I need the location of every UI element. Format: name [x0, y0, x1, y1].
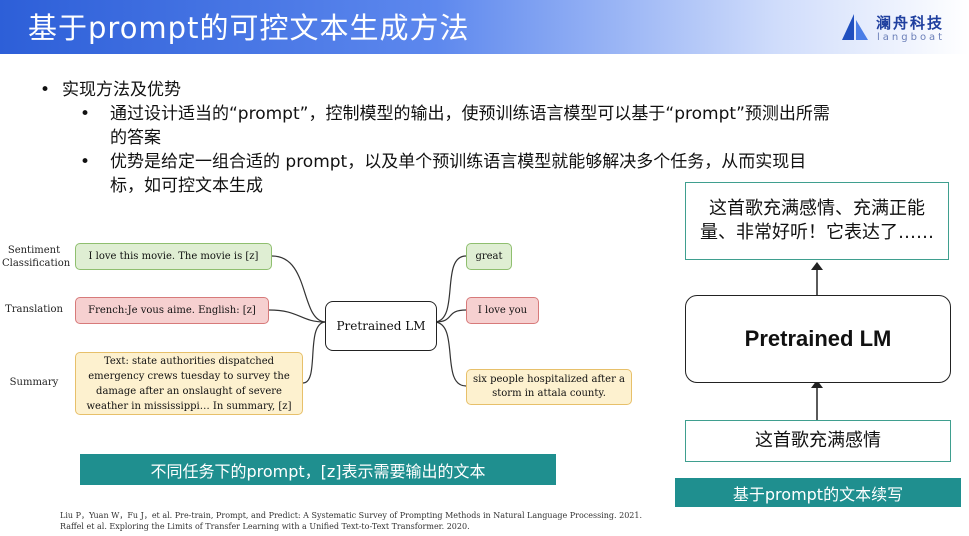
reference-1: Liu P，Yuan W，Fu J，et al. Pre-train, Prom… [60, 511, 643, 520]
sentiment-input-box: I love this movie. The movie is [z] [75, 243, 272, 270]
generated-output-box: 这首歌充满感情、充满正能量、非常好听！它表达了…… [685, 182, 949, 260]
connector-translation-in [268, 309, 326, 323]
bullet-main: •实现方法及优势 [40, 80, 181, 100]
task-label-translation: Translation [5, 304, 63, 315]
connector-translation-out [434, 309, 467, 323]
pretrained-lm-label-left: Pretrained LM [336, 319, 426, 333]
pretrained-lm-box-right: Pretrained LM [685, 295, 951, 383]
translation-output-box: I love you [466, 297, 539, 324]
task-label-summary: Summary [9, 377, 59, 388]
company-logo: 澜舟科技 langboat [832, 8, 962, 50]
reference-2: Raffel et al. Exploring the Limits of Tr… [60, 522, 470, 531]
bullet-sub-1-text: 通过设计适当的“prompt”，控制模型的输出，使预训练语言模型可以基于“pro… [110, 104, 830, 148]
connector-summary-in [302, 321, 326, 384]
left-caption: 不同任务下的prompt，[z]表示需要输出的文本 [80, 454, 556, 485]
logo-text-cn: 澜舟科技 [876, 14, 945, 32]
summary-input-box: Text: state authorities dispatched emerg… [75, 352, 303, 415]
summary-output-box: six people hospitalized after a storm in… [466, 369, 632, 405]
prompt-input-box: 这首歌充满感情 [685, 420, 951, 462]
bullet-sub-2-text: 优势是给定一组合适的 prompt，以及单个预训练语言模型就能够解决多个任务，从… [110, 152, 807, 196]
connector-sentiment-in [271, 255, 326, 323]
arrow-input-to-lm-head [811, 380, 823, 388]
arrow-lm-to-output-head [811, 262, 823, 270]
connector-sentiment-out [434, 255, 467, 323]
logo-text-en: langboat [877, 32, 946, 43]
slide-header: 基于prompt的可控文本生成方法 澜舟科技 langboat [0, 0, 969, 54]
task-label-sentiment: Sentiment Classification [2, 245, 71, 269]
pretrained-lm-box-left: Pretrained LM [325, 301, 437, 351]
connector-summary-out [434, 321, 467, 387]
slide-title: 基于prompt的可控文本生成方法 [28, 11, 470, 45]
bullet-main-text: 实现方法及优势 [62, 80, 181, 100]
sentiment-output-box: great [466, 243, 512, 270]
right-caption: 基于prompt的文本续写 [675, 478, 961, 507]
translation-input-box: French:Je vous aime. English: [z] [75, 297, 269, 324]
bullet-sub-1: •通过设计适当的“prompt”，控制模型的输出，使预训练语言模型可以基于“pr… [80, 104, 830, 148]
pretrained-lm-label-right: Pretrained LM [744, 326, 892, 351]
sail-logo-icon [842, 14, 868, 40]
bullet-sub-2: •优势是给定一组合适的 prompt，以及单个预训练语言模型就能够解决多个任务，… [80, 152, 807, 196]
